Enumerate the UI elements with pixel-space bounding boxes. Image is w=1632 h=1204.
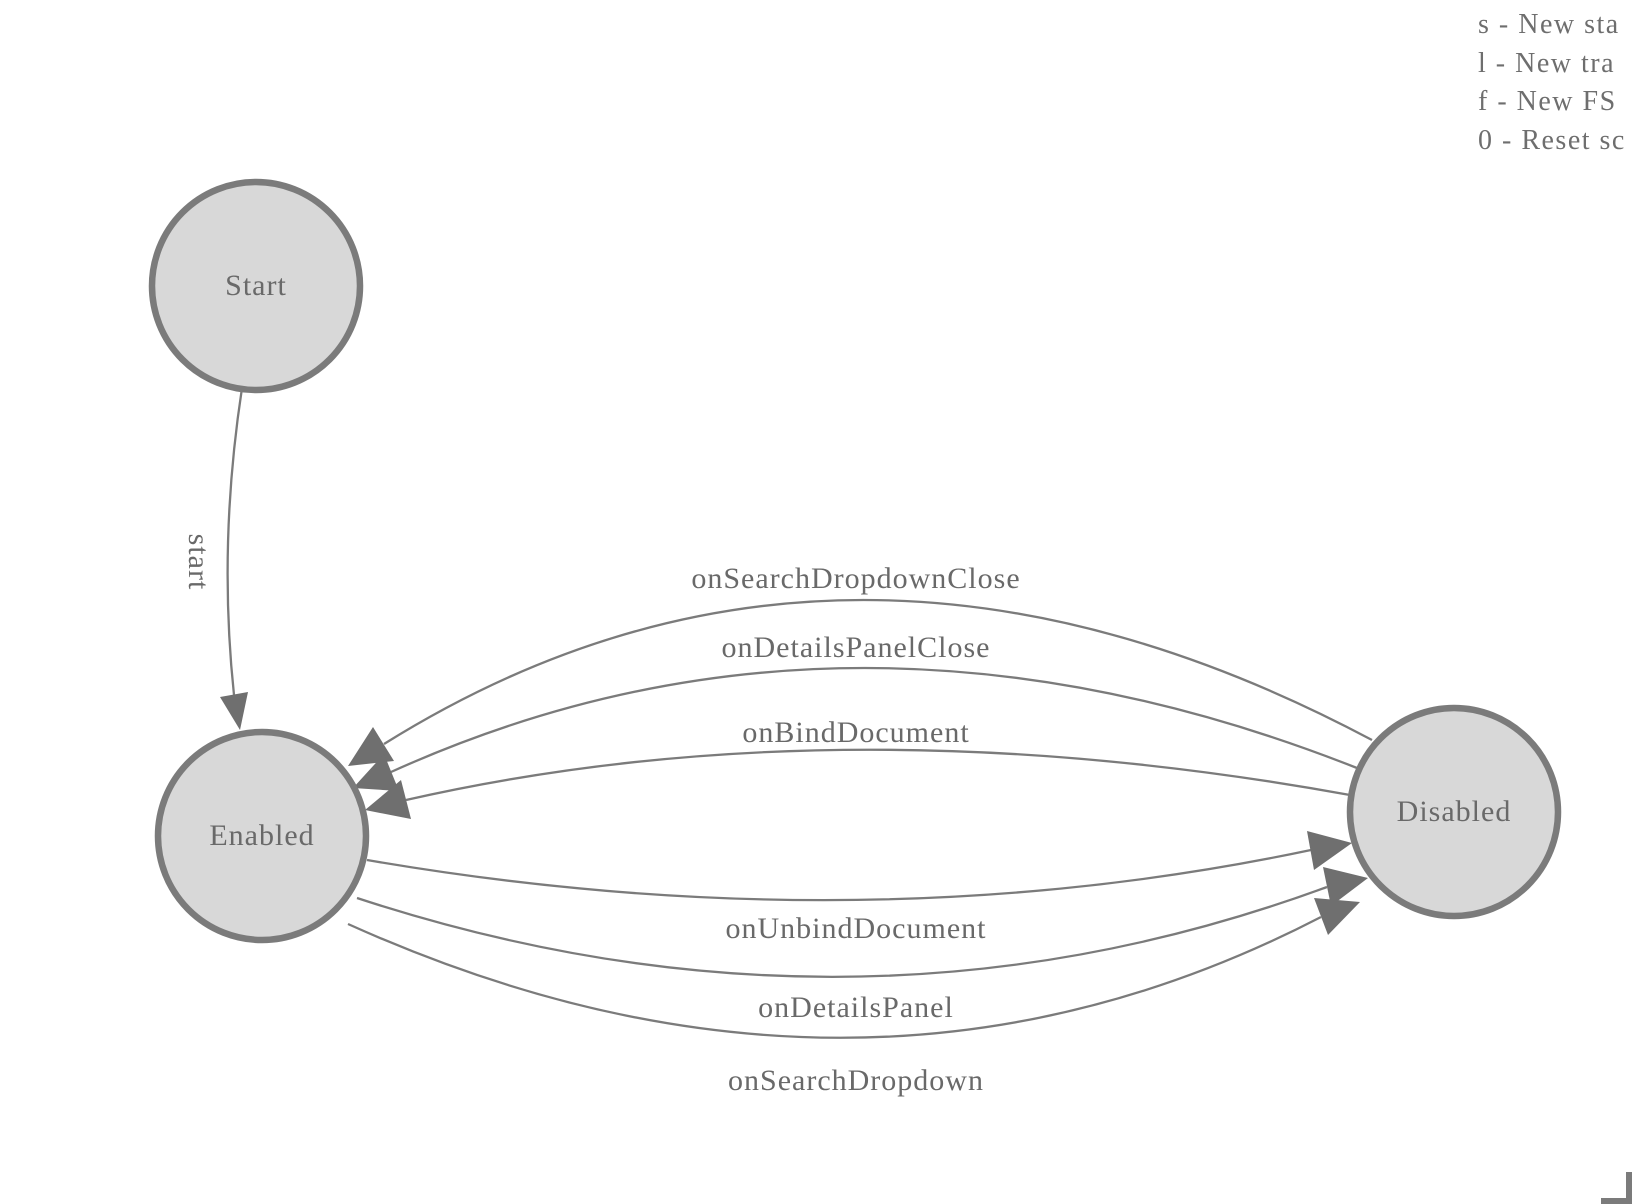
state-disabled[interactable]: Disabled [1346,704,1562,920]
transition-onDetailsPanel[interactable]: onDetailsPanel [356,867,1368,1024]
arrowhead-icon [1323,867,1368,906]
transition-onSearchDropdown[interactable]: onSearchDropdown [347,898,1360,1097]
arrowhead-icon [220,692,248,730]
arrowhead-icon [348,727,394,766]
transition-curve [366,848,1312,902]
transition-start[interactable]: start [182,387,248,730]
transition-onDetailsPanelClose[interactable]: onDetailsPanelClose [353,631,1358,791]
arrowhead-icon [353,754,399,791]
state-label: Start [225,269,287,302]
transition-curve [383,598,1373,745]
corner-vertical-bar [1626,1172,1632,1204]
legend-item: l - New tra [1478,48,1615,79]
transition-curve [390,666,1358,774]
transition-onBindDocument[interactable]: onBindDocument [365,716,1351,819]
transition-onSearchDropdownClose[interactable]: onSearchDropdownClose [348,562,1373,766]
transition-label: onSearchDropdown [728,1064,984,1097]
corner-horizontal-bar [1601,1198,1632,1204]
arrowhead-icon [1314,898,1360,935]
transition-curve [356,885,1328,978]
canvas-corner-marker [1601,1172,1632,1204]
legend-item: f - New FS [1478,86,1617,117]
transition-label: onSearchDropdownClose [691,562,1020,595]
state-label: Disabled [1397,795,1512,828]
transition-label: onDetailsPanel [758,991,954,1024]
transition-curve [405,748,1351,802]
transition-curve [226,387,244,696]
state-label: Enabled [209,819,314,852]
legend: s - New sta l - New tra f - New FS 0 - R… [1478,9,1626,156]
transition-label: start [182,534,215,591]
legend-item: s - New sta [1478,9,1620,40]
arrowhead-icon [1307,831,1352,870]
state-circle [154,728,370,944]
arrowhead-icon [365,780,411,819]
state-circle [1346,704,1562,920]
transition-onUnbindDocument[interactable]: onUnbindDocument [366,831,1352,945]
state-enabled[interactable]: Enabled [154,728,370,944]
state-start[interactable]: Start [148,178,364,394]
transition-label: onUnbindDocument [726,912,987,945]
transition-label: onDetailsPanelClose [722,631,991,664]
state-circle [148,178,364,394]
legend-item: 0 - Reset sc [1478,125,1626,156]
transition-curve [347,915,1322,1039]
transition-label: onBindDocument [742,716,969,749]
